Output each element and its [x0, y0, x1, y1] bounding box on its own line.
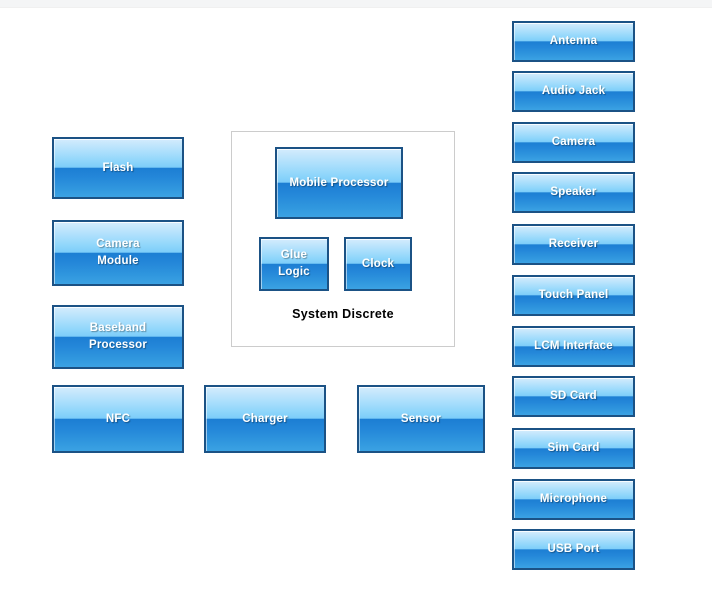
block-label: USB Port	[547, 543, 600, 556]
block-glue-logic[interactable]: Glue Logic	[259, 237, 329, 291]
block-mobile-processor[interactable]: Mobile Processor	[275, 147, 403, 219]
block-speaker[interactable]: Speaker	[512, 172, 635, 213]
block-label: Sim Card	[547, 442, 600, 455]
block-nfc[interactable]: NFC	[52, 385, 184, 453]
block-sensor[interactable]: Sensor	[357, 385, 485, 453]
block-label: LCM Interface	[534, 340, 613, 353]
block-label: Baseband Processor	[88, 322, 148, 351]
block-label: Glue Logic	[278, 249, 310, 278]
block-camera[interactable]: Camera	[512, 122, 635, 163]
top-strip	[0, 0, 712, 8]
block-label: Camera Module	[96, 238, 140, 267]
block-receiver[interactable]: Receiver	[512, 224, 635, 265]
block-label: Audio Jack	[541, 85, 606, 98]
block-lcm-interface[interactable]: LCM Interface	[512, 326, 635, 367]
block-microphone[interactable]: Microphone	[512, 479, 635, 520]
block-label: Clock	[361, 257, 395, 270]
block-label: Camera	[551, 136, 596, 149]
block-label: Antenna	[549, 35, 598, 48]
block-label: Mobile Processor	[289, 176, 389, 189]
block-sim-card[interactable]: Sim Card	[512, 428, 635, 469]
block-charger[interactable]: Charger	[204, 385, 326, 453]
block-label: Touch Panel	[538, 289, 609, 302]
block-touch-panel[interactable]: Touch Panel	[512, 275, 635, 316]
block-sd-card[interactable]: SD Card	[512, 376, 635, 417]
system-discrete-title: System Discrete	[292, 307, 394, 321]
block-label: Speaker	[550, 186, 597, 199]
block-usb-port[interactable]: USB Port	[512, 529, 635, 570]
block-label: Sensor	[400, 412, 442, 425]
block-baseband-processor[interactable]: Baseband Processor	[52, 305, 184, 369]
block-label: NFC	[105, 412, 131, 425]
block-flash[interactable]: Flash	[52, 137, 184, 199]
block-camera-module[interactable]: Camera Module	[52, 220, 184, 286]
block-clock[interactable]: Clock	[344, 237, 412, 291]
block-label: Receiver	[548, 238, 599, 251]
block-label: Microphone	[539, 493, 608, 506]
block-label: Flash	[102, 161, 134, 174]
block-label: SD Card	[550, 390, 597, 403]
block-antenna[interactable]: Antenna	[512, 21, 635, 62]
block-audio-jack[interactable]: Audio Jack	[512, 71, 635, 112]
block-label: Charger	[242, 412, 288, 425]
